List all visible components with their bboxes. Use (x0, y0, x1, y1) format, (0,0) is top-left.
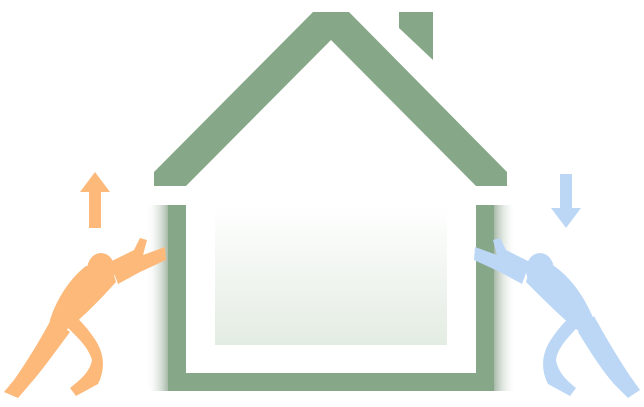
chimney (399, 12, 433, 60)
roof (154, 12, 507, 186)
right-wall-shadow (494, 205, 516, 391)
arrow-down-icon (551, 174, 581, 228)
left-wall-shadow (146, 205, 168, 391)
house-icon (146, 12, 516, 391)
person-pushing-up-icon (4, 238, 166, 398)
arrow-up-icon (80, 172, 110, 228)
house-window (215, 205, 447, 345)
